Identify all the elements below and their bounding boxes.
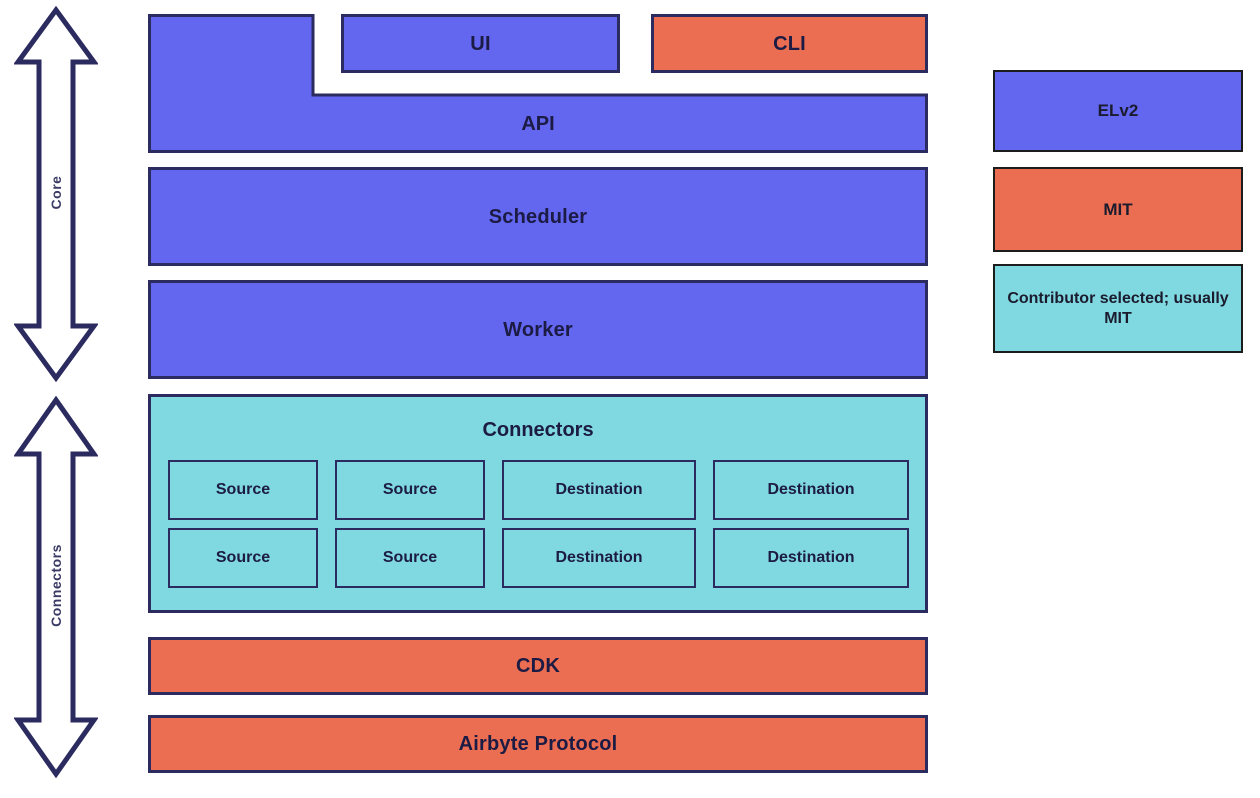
api-label: API xyxy=(521,112,555,135)
legend-label: MIT xyxy=(1103,199,1133,219)
legend-item-mit: MIT xyxy=(993,167,1243,252)
scheduler-block[interactable]: Scheduler xyxy=(148,167,928,266)
double-arrow-vertical-icon xyxy=(14,396,98,778)
connector-cell-label: Destination xyxy=(767,481,855,498)
airbyte-protocol-label: Airbyte Protocol xyxy=(458,733,618,755)
connector-cell-label: Destination xyxy=(555,549,643,566)
scheduler-label: Scheduler xyxy=(488,205,588,228)
connector-cell[interactable]: Source xyxy=(335,460,485,520)
connector-cell-label: Destination xyxy=(555,481,643,498)
connector-cell[interactable]: Source xyxy=(335,528,485,588)
cli-block[interactable]: CLI xyxy=(651,14,928,73)
legend-item-elv2: ELv2 xyxy=(993,70,1243,152)
connectors-container[interactable]: Connectors Source Source Destination Des… xyxy=(148,394,928,613)
connectors-section-arrow: Connectors xyxy=(14,396,98,778)
airbyte-protocol-block[interactable]: Airbyte Protocol xyxy=(148,715,928,773)
ui-block[interactable]: UI xyxy=(341,14,620,73)
worker-label: Worker xyxy=(503,318,573,341)
connector-cell-label: Source xyxy=(382,549,438,566)
core-section-arrow: Core xyxy=(14,6,98,382)
connector-cell[interactable]: Destination xyxy=(713,528,909,588)
worker-block[interactable]: Worker xyxy=(148,280,928,379)
connector-cell-label: Source xyxy=(215,481,271,498)
connector-cell[interactable]: Destination xyxy=(502,460,696,520)
cdk-block[interactable]: CDK xyxy=(148,637,928,695)
connector-cell-label: Source xyxy=(382,481,438,498)
connectors-title: Connectors xyxy=(482,419,594,441)
legend-label: Contributor selected; usually MIT xyxy=(1007,289,1229,327)
double-arrow-vertical-icon xyxy=(14,6,98,382)
connector-cell[interactable]: Source xyxy=(168,460,318,520)
connector-cell[interactable]: Source xyxy=(168,528,318,588)
connector-cell-label: Source xyxy=(215,549,271,566)
connector-cell[interactable]: Destination xyxy=(502,528,696,588)
legend-item-contributor: Contributor selected; usually MIT xyxy=(993,264,1243,353)
cdk-label: CDK xyxy=(516,655,560,677)
connector-cell-label: Destination xyxy=(767,549,855,566)
connector-cell[interactable]: Destination xyxy=(713,460,909,520)
legend-label: ELv2 xyxy=(1097,101,1139,121)
ui-label: UI xyxy=(470,32,491,55)
cli-label: CLI xyxy=(773,32,806,55)
